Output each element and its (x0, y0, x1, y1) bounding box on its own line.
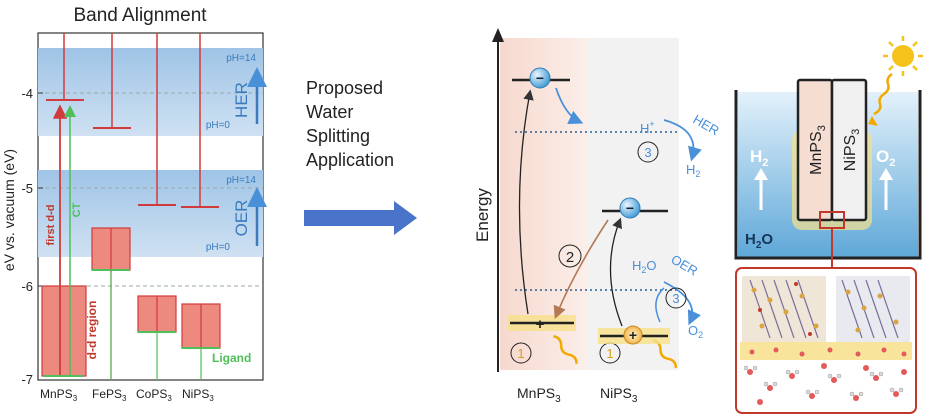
h2-arrowhead (754, 168, 768, 180)
y-tick-label: -5 (21, 181, 33, 196)
ligand-label: Ligand (212, 351, 251, 365)
nips-electrode-label: NiPS3 (842, 129, 862, 172)
hole-sign: + (536, 316, 545, 333)
step-3-marker (637, 141, 659, 163)
photon-icon (553, 334, 578, 364)
step-3-text: 3 (672, 291, 679, 306)
her-ph-top: pH=14 (226, 53, 256, 64)
y-tick-label: -7 (21, 372, 33, 387)
light-ray-icon (873, 72, 893, 116)
step-3-text: 3 (644, 145, 651, 160)
water-molecules (747, 347, 907, 405)
sun-icon (883, 36, 923, 76)
band-alignment-title: Band Alignment (73, 5, 207, 26)
h2-product: H2 (686, 162, 700, 179)
her-band (38, 48, 263, 136)
mnps-electrode-label: MnPS3 (808, 125, 828, 175)
energy-axis-arrowhead (492, 28, 504, 42)
water-label: H2O (745, 231, 773, 251)
x-label-feps: FePS3 (92, 387, 127, 403)
device-schematic: MnPS3 NiPS3 H2 O2 H2O (734, 36, 923, 414)
electron-mnps (529, 67, 551, 89)
oer-label: OER (232, 200, 251, 237)
ct-label: CT (71, 202, 83, 217)
electron-transfer-arrow (555, 87, 584, 124)
y-axis-label: eV vs. vacuum (eV) (1, 149, 17, 271)
o2-product: O2 (688, 323, 703, 340)
nips-label: NiPS3 (600, 385, 638, 405)
band-plot: -4 -5 -6 -7 eV vs. vacuum (eV) first d-d… (1, 32, 267, 403)
dd-region-label: d-d region (85, 301, 99, 360)
interface-glow (740, 342, 912, 360)
step-3-marker (665, 287, 687, 309)
recombination-arrow (553, 219, 609, 319)
mnps-region (500, 38, 587, 370)
her-reaction-arrow (663, 119, 702, 162)
excitation-arrow-nips (609, 217, 623, 327)
electron-sign: − (536, 70, 544, 86)
mnps-dd-box (41, 285, 87, 377)
step-1-text: 1 (517, 346, 524, 361)
crystal-lattice (742, 276, 910, 342)
oer-hole-path (655, 287, 665, 323)
y-tick-label: -6 (21, 279, 33, 294)
caption-line: Splitting (306, 126, 370, 146)
electron-nips (619, 197, 641, 219)
excitation-arrow-mnps (518, 89, 534, 315)
energy-axis-label: Energy (473, 188, 492, 242)
x-label-nips: NiPS3 (182, 387, 214, 403)
x-label-cops: CoPS3 (136, 387, 172, 403)
o2-gas-label: O2 (876, 147, 895, 169)
step-2-marker (558, 244, 582, 268)
x-label-mnps: MnPS3 (40, 387, 78, 403)
h-plus-label: H+ (640, 119, 655, 136)
energy-diagram: Energy − + 1 1 2 − + (473, 28, 722, 405)
her-reaction-label: HER (691, 112, 722, 139)
mnps-label: MnPS3 (517, 385, 561, 405)
caption-line: Proposed (306, 78, 383, 98)
oer-ph-top: pH=14 (226, 175, 256, 186)
hole-sign: + (629, 327, 637, 343)
light-ray-arrowhead (868, 116, 878, 126)
oer-ph-bottom: pH=0 (206, 242, 231, 253)
step-1-marker (510, 342, 532, 364)
y-tick-label: -4 (21, 86, 33, 101)
first-dd-label: first d-d (45, 205, 57, 246)
h2o-label: H2O (632, 258, 657, 275)
electron-sign: − (626, 200, 634, 216)
beaker (734, 90, 922, 260)
o2-arrowhead (879, 168, 893, 180)
step-1-text: 1 (606, 346, 613, 361)
hydrogen-atoms (743, 365, 904, 397)
step-2-text: 2 (566, 249, 574, 266)
hole-nips (623, 325, 643, 345)
her-ph-bottom: pH=0 (206, 120, 231, 131)
proposed-arrow-group: Proposed Water Splitting Application (304, 78, 417, 235)
caption-line: Application (306, 150, 394, 170)
her-label: HER (232, 82, 251, 118)
caption-line: Water (306, 102, 353, 122)
nips-electrode (830, 78, 868, 222)
oer-band (38, 170, 263, 257)
oer-reaction-arrow (663, 281, 702, 326)
proposed-arrow-icon (304, 201, 417, 235)
h2-gas-label: H2 (750, 147, 768, 169)
